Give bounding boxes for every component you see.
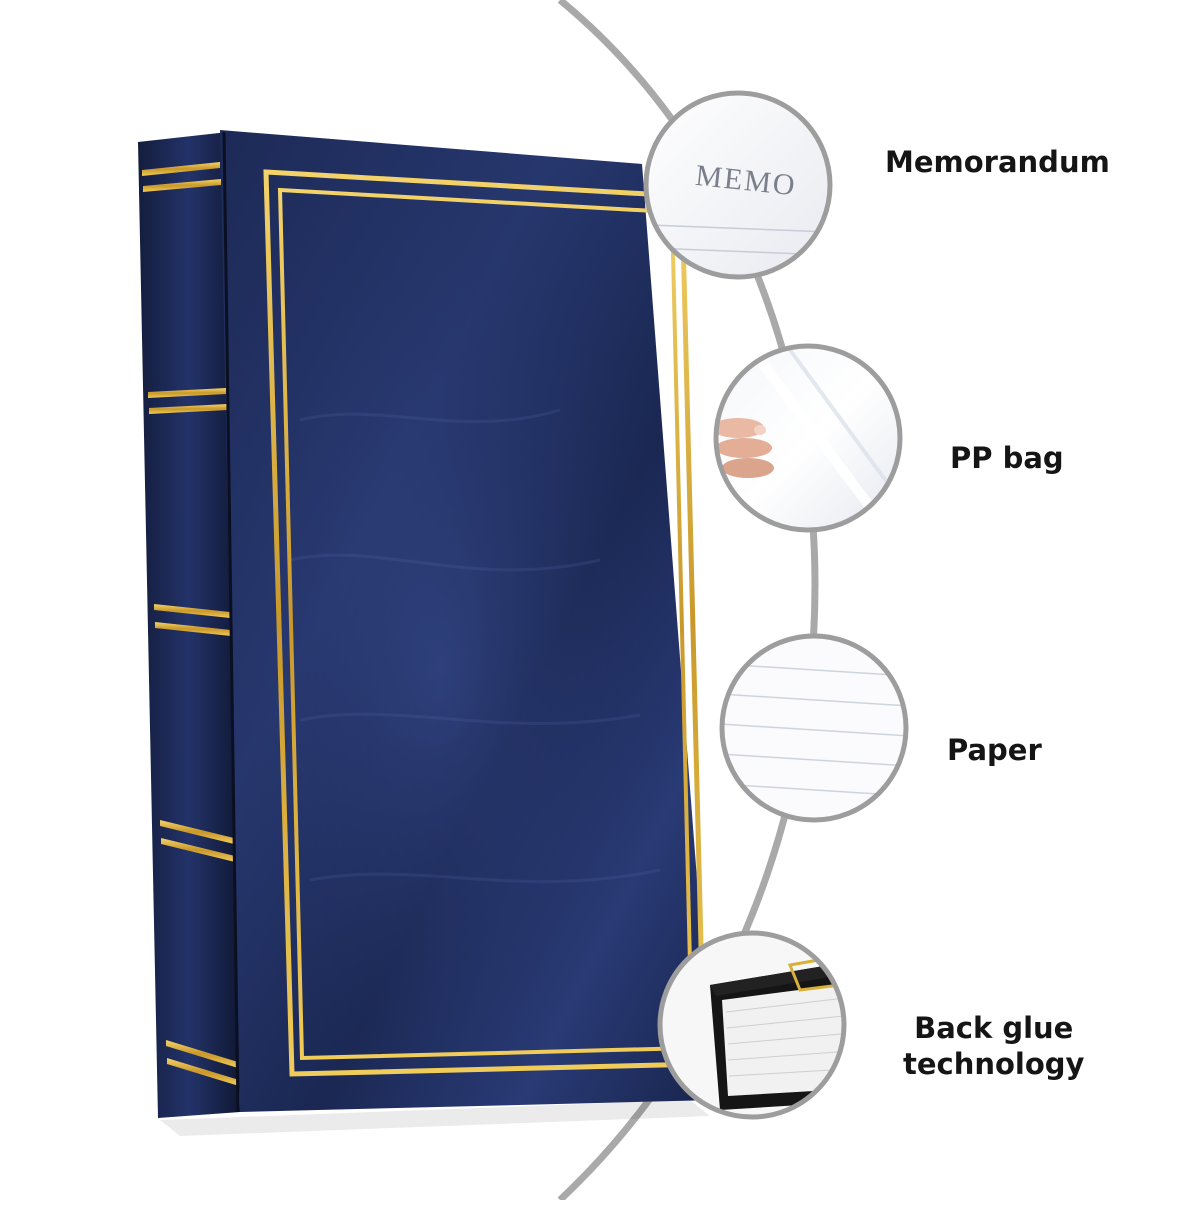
feature-label-paper: Paper (947, 733, 1042, 767)
feature-circle-pp-bag (713, 343, 903, 533)
feature-label-memorandum: Memorandum (885, 145, 1110, 179)
feature-circle-memorandum: MEMO (643, 90, 833, 280)
album-spine (138, 132, 240, 1118)
feature-circle-paper (719, 633, 909, 823)
feature-label-back-glue-line2: technology (903, 1047, 1085, 1082)
feature-label-back-glue-line1: Back glue (914, 1011, 1074, 1045)
hand-fingers-icon (716, 418, 774, 478)
gold-band-icon (142, 162, 239, 1086)
photo-album (138, 130, 714, 1136)
feature-label-pp-bag: PP bag (950, 441, 1064, 475)
feature-label-back-glue: Back glue technology (903, 1010, 1084, 1083)
